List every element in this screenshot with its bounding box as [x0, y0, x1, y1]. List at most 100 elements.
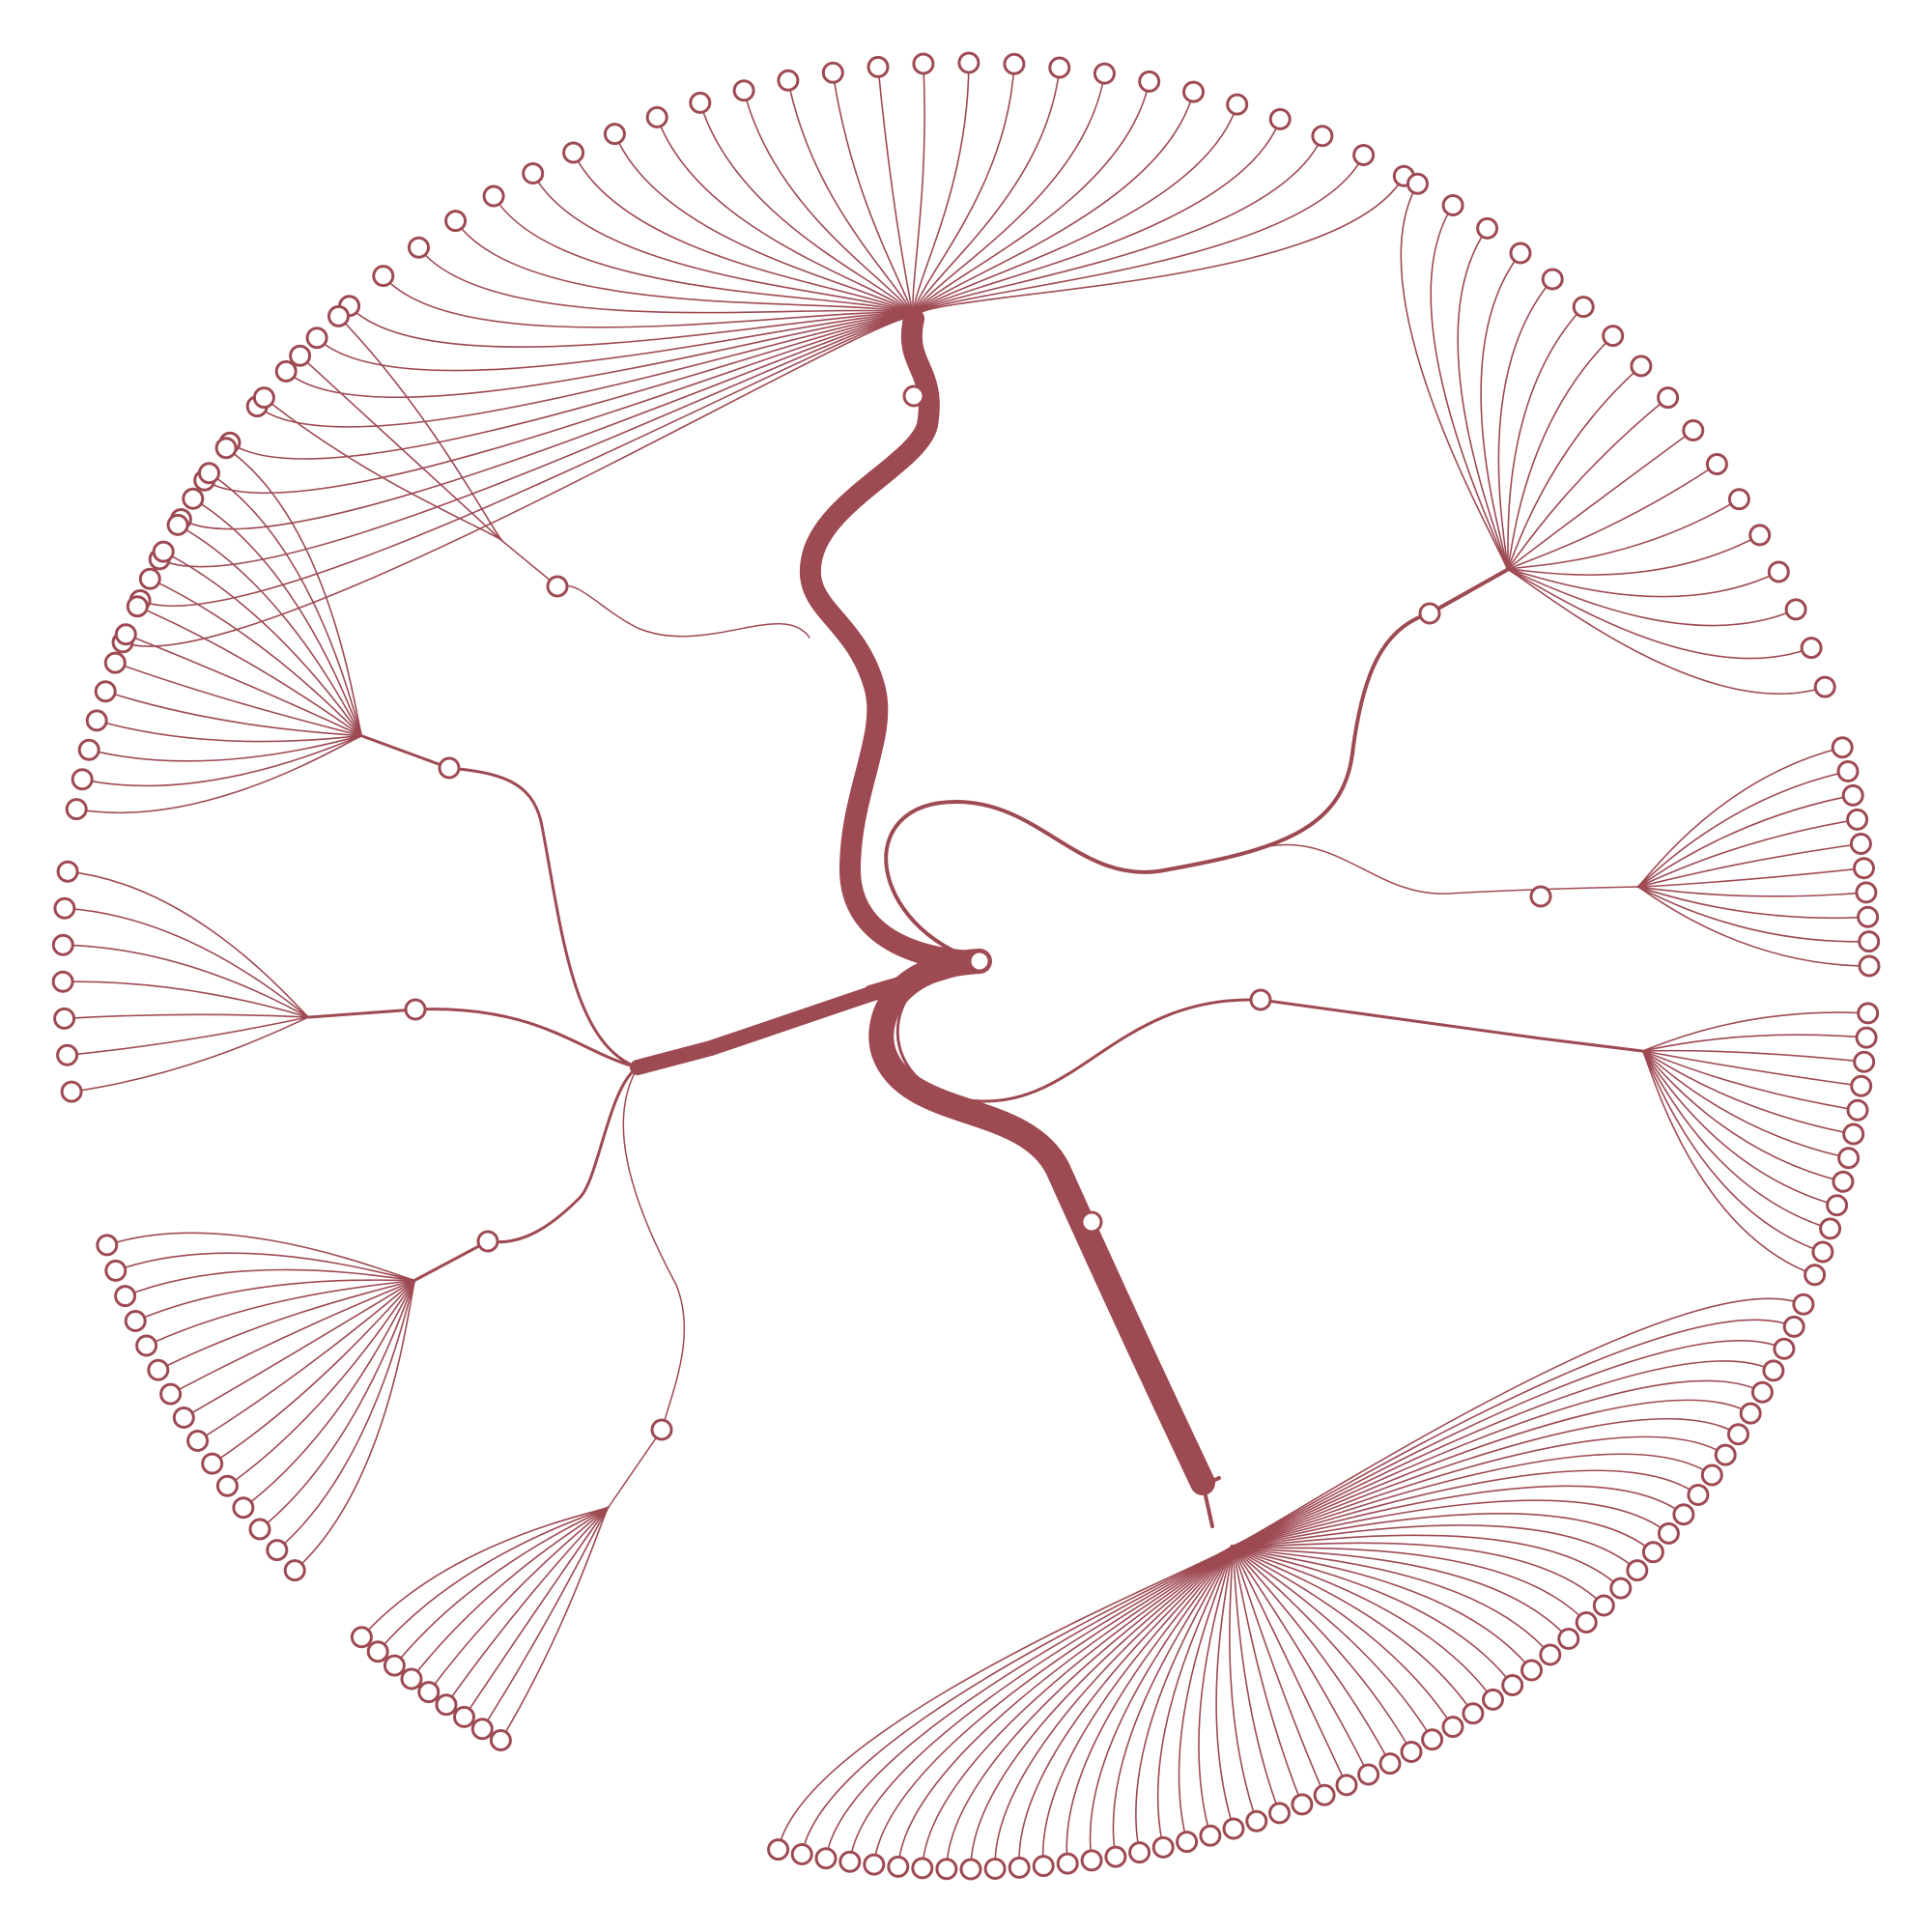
leaf-edge-right-2 [1641, 1011, 1869, 1052]
leaf-edge-top [913, 67, 1061, 320]
leaf-edge-top [656, 116, 915, 320]
leaf-node-bottom [1482, 1688, 1504, 1711]
leaf-edge-lower-left-1 [481, 1506, 610, 1730]
leaf-edge-left-3 [242, 1279, 416, 1509]
leaf-edge-left-3 [169, 1279, 416, 1395]
leaf-node-upper-right [1509, 242, 1532, 265]
leaf-node-upper-left [289, 344, 312, 367]
leaf-edge-left-3 [115, 1252, 416, 1281]
leaf-node-bottom [1008, 1856, 1031, 1879]
leaf-node-top [645, 105, 668, 128]
leaf-edge-left-3 [145, 1279, 416, 1347]
leaf-edge-upper-right [1400, 183, 1508, 571]
leaf-node-left-2 [53, 896, 76, 920]
leaf-edge-top [256, 315, 915, 428]
leaf-node-right-2 [1811, 1240, 1834, 1264]
leaf-edge-top [913, 72, 1106, 320]
leaf-edge-bottom [1231, 1545, 1454, 1728]
leaf-node-bottom [1357, 1763, 1380, 1786]
leaf-edge-top [180, 316, 915, 530]
leaf-node-right-2 [1832, 1170, 1855, 1193]
leaf-node-left-1 [166, 513, 189, 536]
leaf-edge-right-1 [1636, 886, 1869, 920]
leaf-edge-top [454, 219, 915, 320]
leaf-node-top [867, 55, 890, 78]
leaf-edge-bottom [1231, 1545, 1303, 1805]
leaf-node-bottom [1641, 1541, 1664, 1564]
leaf-edge-top [912, 63, 925, 320]
leaf-node-left-3 [232, 1496, 255, 1520]
leaf-node-upper-right [1705, 453, 1728, 475]
leaf-node-top [1003, 52, 1026, 75]
leaf-node-left-1 [65, 798, 88, 821]
leaf-node-lower-left-1 [400, 1667, 423, 1690]
leaf-edge-top [913, 63, 1015, 320]
leaf-edge-top [787, 79, 915, 320]
leaf-node-bottom [1245, 1809, 1268, 1833]
leaf-node-right-2 [1826, 1194, 1849, 1217]
root-node [968, 950, 991, 973]
leaf-edge-top [832, 71, 915, 320]
leaf-edge-bottom [1231, 1545, 1434, 1741]
leaf-edge-right-2 [1641, 1050, 1816, 1276]
leaf-node-left-3 [124, 1310, 147, 1332]
branch-left-1 [360, 734, 639, 1069]
leaf-node-bottom [1672, 1503, 1695, 1526]
leaf-edge-right-2 [1641, 1034, 1867, 1052]
leaf-node-bottom [1501, 1674, 1524, 1696]
leaf-node-bottom [1714, 1443, 1737, 1466]
leaf-edge-upper-right [1506, 569, 1812, 660]
leaf-node-top [1226, 93, 1249, 116]
leaf-node-bottom [1128, 1841, 1151, 1864]
leaf-edge-left-1 [225, 446, 363, 737]
leaf-node-upper-right [1813, 675, 1836, 698]
leaf-node-top [522, 162, 545, 185]
leaf-node-top [1138, 70, 1161, 93]
leaf-edge-upper-right [1506, 463, 1719, 571]
leaf-edge-left-3 [276, 1279, 416, 1551]
leaf-node-right-2 [1855, 1026, 1878, 1049]
leaf-edge-right-1 [1636, 886, 1870, 943]
leaf-node-right-1 [1831, 736, 1854, 759]
leaf-edge-left-2 [71, 1016, 310, 1093]
leaf-edge-right-2 [1641, 1050, 1855, 1135]
leaf-edge-left-1 [75, 735, 363, 814]
leaf-edge-top [383, 274, 915, 328]
leaf-edge-top [877, 66, 915, 320]
leaf-edge-left-1 [162, 551, 363, 737]
leaf-node-bottom [1378, 1752, 1402, 1776]
leaf-edge-lower-left-1 [360, 1506, 610, 1638]
leaf-node-bottom [1421, 1728, 1444, 1751]
leaf-node-left-3 [114, 1285, 137, 1308]
leaf-node-left-3 [96, 1234, 119, 1257]
leaf-node-right-1 [1858, 930, 1881, 953]
leaf-node-left-3 [215, 1474, 239, 1497]
leaf-node-lower-left-1 [470, 1718, 494, 1741]
branch-left-2 [307, 1008, 639, 1069]
leaf-edge-right-2 [1641, 1050, 1859, 1111]
leaf-node-bottom [1773, 1337, 1796, 1360]
leaf-node-top [482, 185, 505, 208]
hub-node-upper-left [546, 575, 569, 598]
leaf-edge-top [493, 195, 915, 320]
leaf-edge-upper-left [263, 396, 503, 542]
leaf-node-bottom [1557, 1628, 1580, 1650]
leaf-node-bottom [935, 1858, 958, 1881]
leaf-edge-left-3 [226, 1279, 416, 1487]
leaf-node-upper-left [327, 304, 350, 327]
leaf-edge-left-3 [294, 1279, 416, 1572]
leaf-edge-left-3 [106, 1232, 416, 1281]
leaf-node-left-2 [53, 1007, 76, 1030]
leaf-node-upper-right [1572, 296, 1595, 319]
leaf-edge-bottom [946, 1545, 1233, 1870]
leaf-node-bottom [1592, 1594, 1615, 1617]
leaf-node-right-2 [1842, 1122, 1865, 1146]
leaf-edge-right-1 [1636, 886, 1870, 967]
leaf-edge-right-1 [1636, 794, 1854, 888]
leaf-node-left-1 [85, 709, 108, 732]
leaf-node-bottom [1104, 1845, 1127, 1868]
leaf-edge-top [158, 316, 915, 568]
leaf-node-right-1 [1846, 808, 1869, 831]
leaf-edge-left-2 [64, 907, 310, 1018]
leaf-node-right-2 [1857, 1002, 1880, 1025]
